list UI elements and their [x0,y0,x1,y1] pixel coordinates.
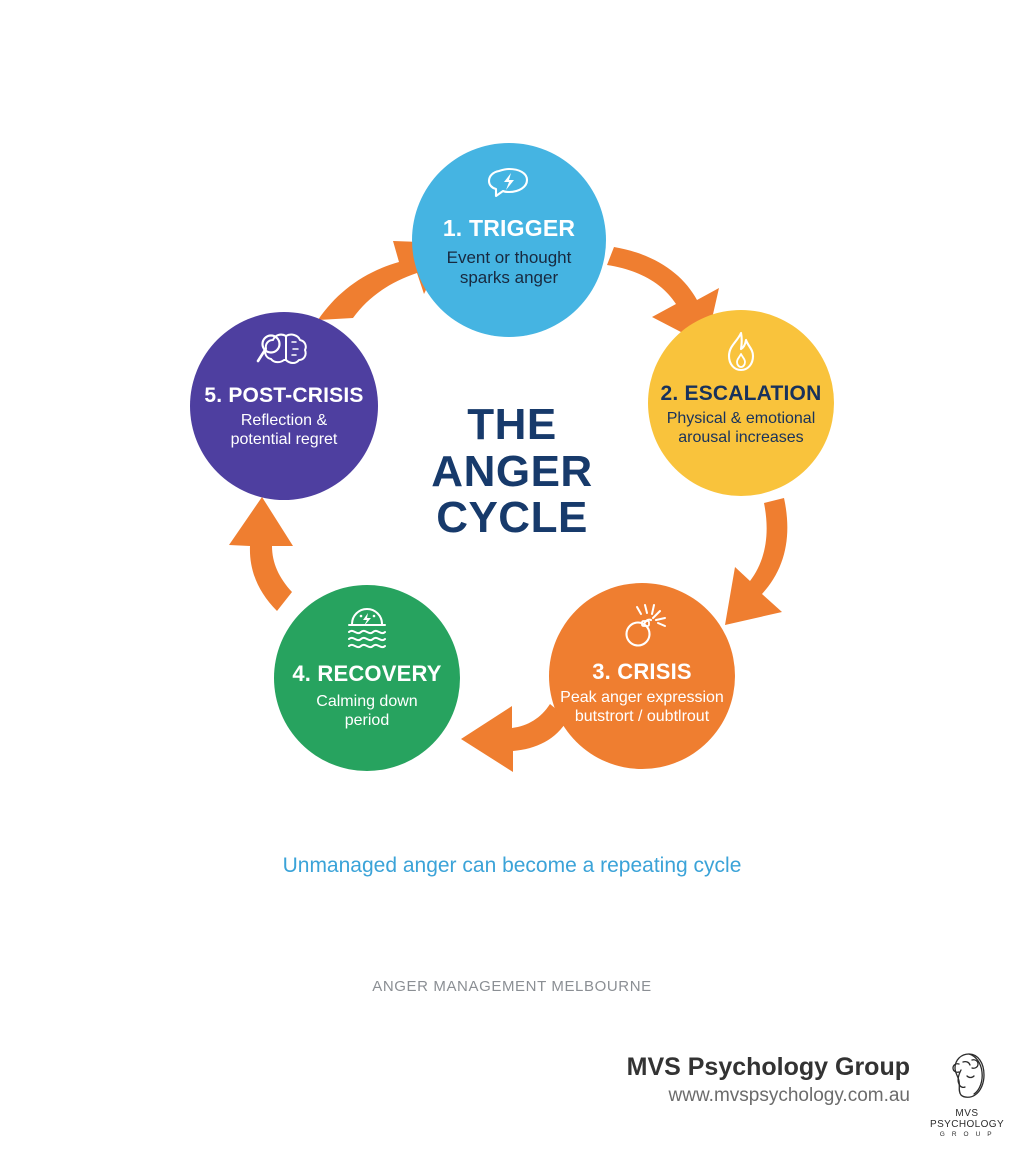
node-description-line: butstrort / oubtlrout [574,707,710,725]
node-title: 4. RECOVERY [292,661,442,686]
cycle-diagram: 1. TRIGGER Event or thought sparks anger… [190,143,834,772]
center-title-line: CYCLE [436,493,588,543]
node-description-line: period [344,711,390,729]
center-title-line: THE [467,400,557,449]
speech-bubble-lightning-icon [486,165,532,207]
cycle-node-crisis[interactable]: 3. CRISIS Peak anger expression butstror… [549,583,735,769]
logo-text-mvs: MVS [955,1108,979,1119]
node-description: Calming down period [316,693,417,731]
node-title: 3. CRISIS [592,659,692,684]
magnifier-brain-icon [256,330,312,374]
node-description-line: arousal increases [678,428,804,446]
brand-name: MVS Psychology Group [626,1053,910,1081]
center-title: THE ANGER CYCLE [392,400,632,543]
face-profile-logo-icon [939,1053,995,1106]
node-description-line: Physical & emotional [666,410,816,427]
logo-text-psychology: PSYCHOLOGY [930,1119,1005,1130]
center-title-line: ANGER [431,446,593,496]
brand-text-block: MVS Psychology Group www.mvspsychology.c… [627,1050,910,1107]
node-description-line: Event or thought [446,248,572,267]
node-description-line: Peak anger expression [560,689,724,706]
node-title: 5. POST-CRISIS [204,384,364,407]
bomb-explosion-icon [616,601,668,649]
node-description-line: sparks anger [459,268,559,288]
node-description: Peak anger expression butstrort / oubtlr… [560,689,724,727]
arrow-trigger-to-escalation [607,247,719,345]
node-description-line: potential regret [230,430,338,448]
cycle-node-escalation[interactable]: 2. ESCALATION Physical & emotional arous… [648,310,834,496]
node-title: 2. ESCALATION [660,382,822,405]
node-description: Event or thought sparks anger [447,248,572,288]
source-label: ANGER MANAGEMENT MELBOURNE [372,978,652,995]
node-description: Reflection & potential regret [231,412,338,450]
node-title: 1. TRIGGER [442,215,576,241]
mvs-logo: MVS PSYCHOLOGY G R O U P [930,1050,1004,1138]
logo-text-group: G R O U P [939,1131,995,1138]
arrow-recovery-to-post-crisis [229,497,293,611]
cycle-node-recovery[interactable]: 4. RECOVERY Calming down period [274,585,460,771]
footer-branding: MVS Psychology Group www.mvspsychology.c… [627,1050,1004,1138]
cycle-node-trigger[interactable]: 1. TRIGGER Event or thought sparks anger [412,143,606,337]
sun-over-water-icon [343,607,391,649]
brand-website-url[interactable]: www.mvspsychology.com.au [668,1084,910,1106]
node-description-line: Calming down [316,693,418,710]
caption-text: Unmanaged anger can become a repeating c… [282,854,742,877]
arrow-crisis-to-recovery [461,704,568,772]
arrow-escalation-to-crisis [725,498,788,625]
flame-icon [723,330,759,374]
node-description: Physical & emotional arousal increases [667,410,816,448]
cycle-node-post-crisis[interactable]: 5. POST-CRISIS Reflection & potential re… [190,312,378,500]
node-description-line: Reflection & [240,412,328,429]
